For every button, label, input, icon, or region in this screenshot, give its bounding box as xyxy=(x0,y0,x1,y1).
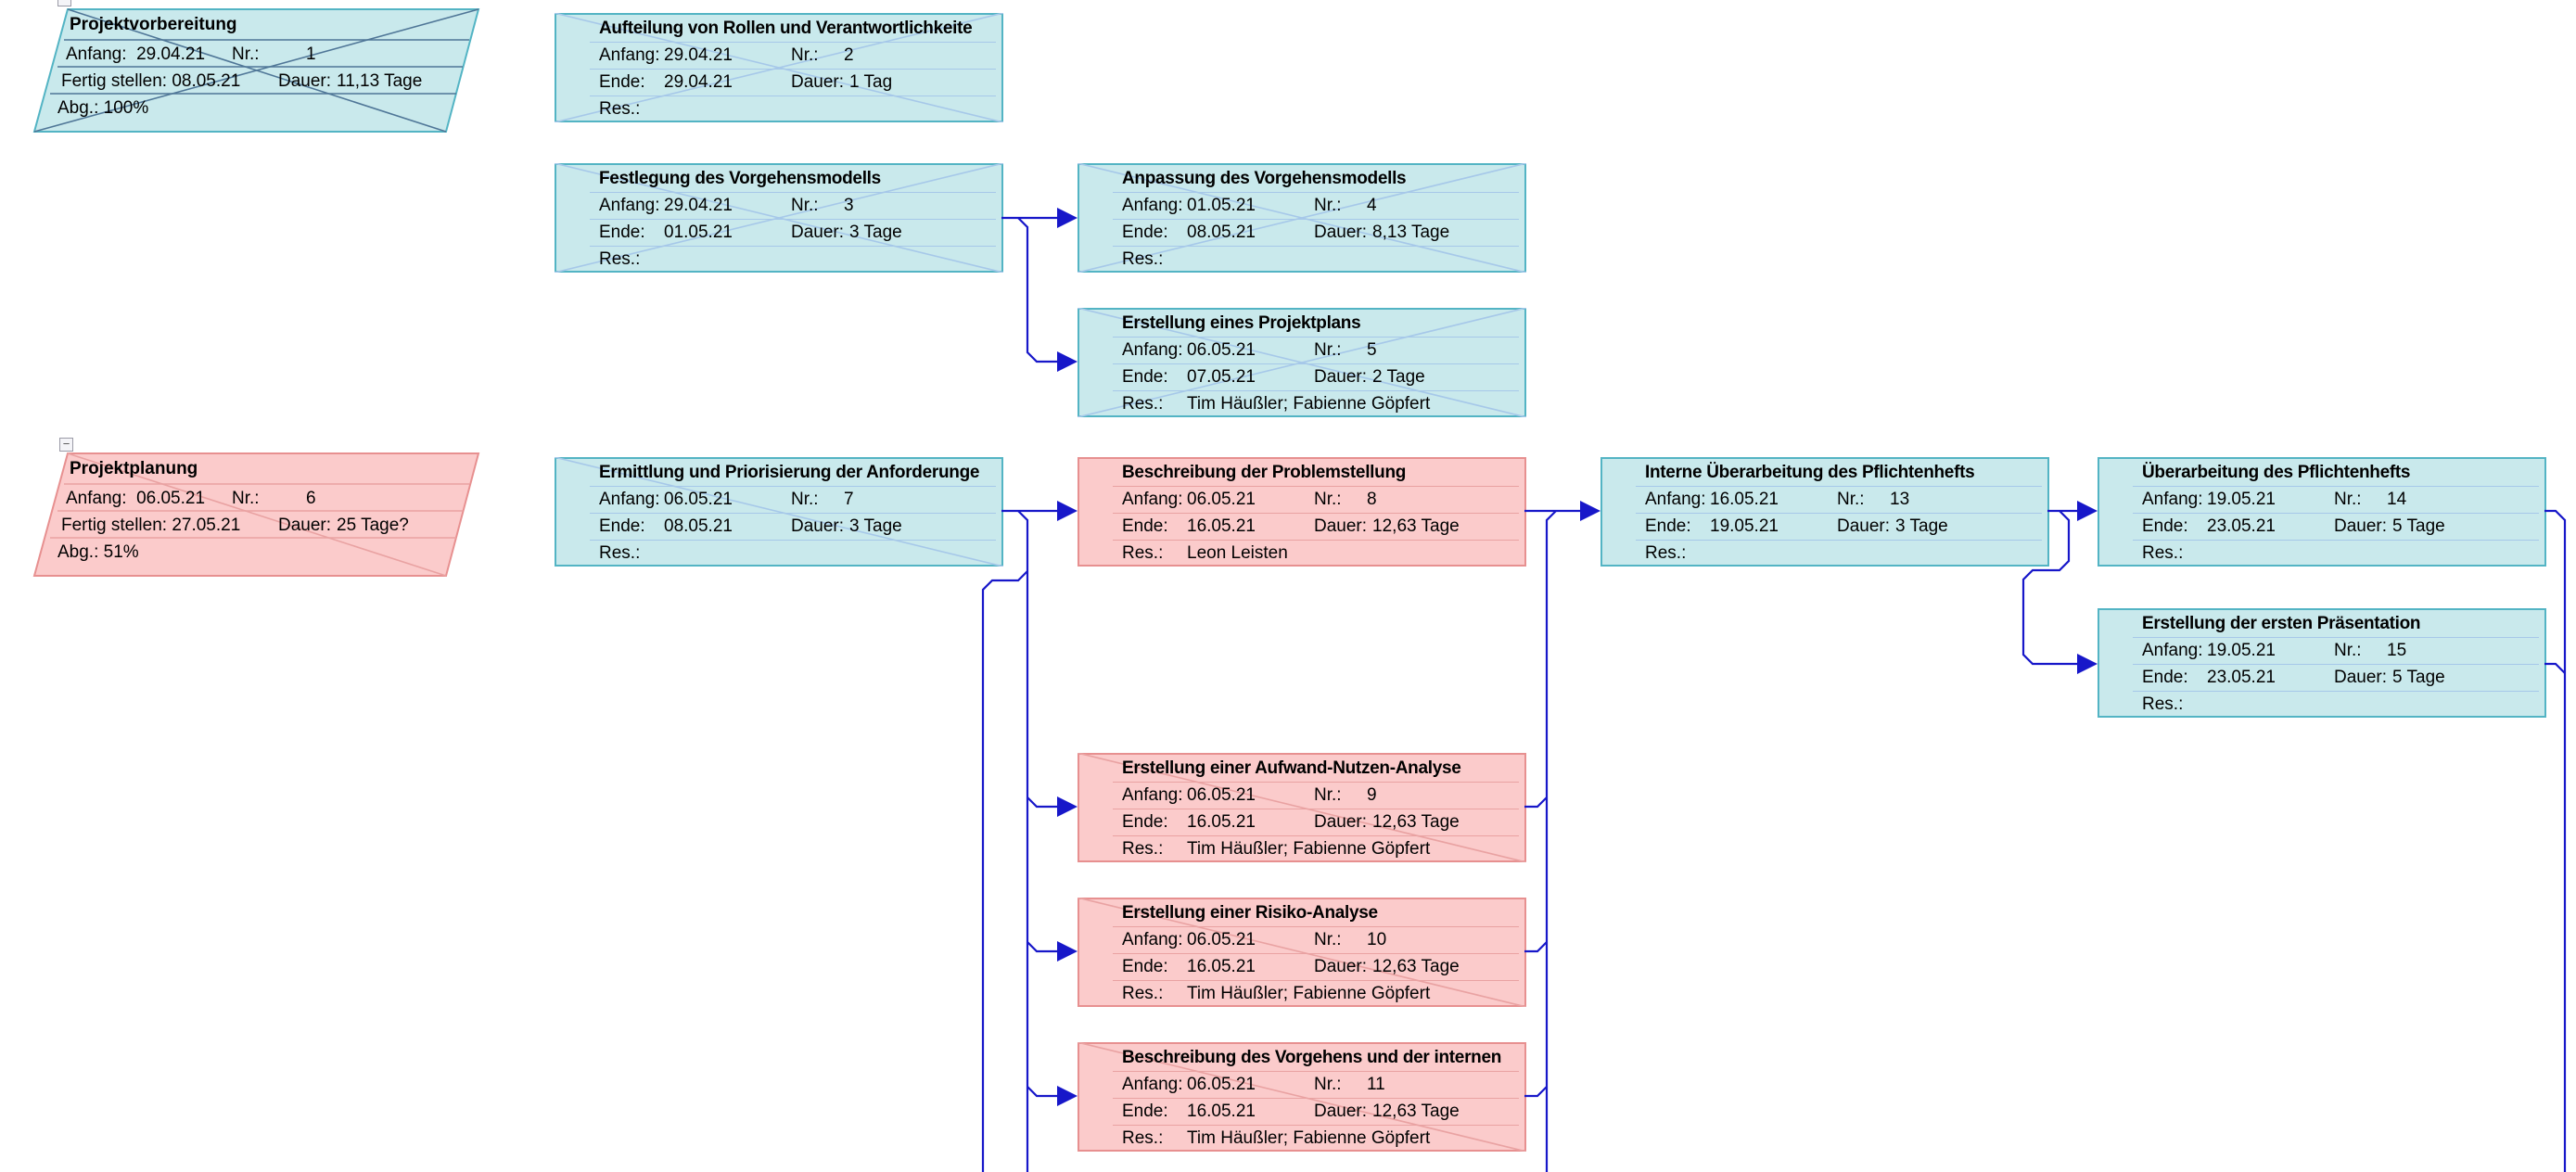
task-title: Erstellung eines Projektplans xyxy=(1113,310,1519,338)
res-row: Res.:Tim Häußler; Fabienne Göpfert xyxy=(1122,839,1431,859)
collapse-button-projektplanung[interactable]: − xyxy=(59,438,73,452)
task-title: Projektvorbereitung xyxy=(70,15,237,34)
res-row: Res.: xyxy=(599,543,641,563)
res-row: Res.: xyxy=(2142,543,2184,563)
task-title: Projektplanung xyxy=(70,459,198,478)
task-node-2[interactable]: Aufteilung von Rollen und Verantwortlich… xyxy=(555,13,1003,122)
res-row: Res.: xyxy=(599,249,641,269)
task-title: Erstellung der ersten Präsentation xyxy=(2133,610,2539,638)
task-title: Anpassung des Vorgehensmodells xyxy=(1113,165,1519,193)
finish-row: Fertig stellen: 27.05.21 Dauer:25 Tage? xyxy=(61,516,409,535)
res-row: Res.: xyxy=(599,99,641,119)
abg-row: Abg.: 51% xyxy=(57,542,139,562)
task-node-4[interactable]: Anpassung des Vorgehensmodells Anfang:01… xyxy=(1078,163,1526,273)
res-row: Res.: xyxy=(1645,543,1687,563)
task-node-1-projektvorbereitung[interactable]: Projektvorbereitung Anfang: 29.04.21 Nr.… xyxy=(13,8,481,134)
task-title: Überarbeitung des Pflichtenhefts xyxy=(2133,459,2539,487)
task-node-13[interactable]: Interne Überarbeitung des Pflichtenhefts… xyxy=(1600,457,2049,567)
task-node-9[interactable]: Erstellung einer Aufwand-Nutzen-Analyse … xyxy=(1078,753,1526,862)
task-title: Beschreibung des Vorgehens und der inter… xyxy=(1113,1044,1519,1072)
start-row: Anfang: 06.05.21 Nr.:6 xyxy=(66,489,316,508)
task-title: Erstellung einer Aufwand-Nutzen-Analyse xyxy=(1113,755,1519,783)
task-node-14[interactable]: Überarbeitung des Pflichtenhefts Anfang:… xyxy=(2098,457,2546,567)
start-row: Anfang: 29.04.21 Nr.:1 xyxy=(66,45,316,64)
collapse-button-projektvorbereitung[interactable] xyxy=(57,0,71,6)
node-fields: Projektplanung Anfang: 06.05.21 Nr.:6 Fe… xyxy=(13,452,481,578)
task-node-5[interactable]: Erstellung eines Projektplans Anfang:06.… xyxy=(1078,308,1526,417)
task-title: Beschreibung der Problemstellung xyxy=(1113,459,1519,487)
res-row: Res.:Tim Häußler; Fabienne Göpfert xyxy=(1122,1128,1431,1148)
node-fields: Projektvorbereitung Anfang: 29.04.21 Nr.… xyxy=(13,8,481,134)
abg-row: Abg.: 100% xyxy=(57,98,149,118)
task-node-7[interactable]: Ermittlung und Priorisierung der Anforde… xyxy=(555,457,1003,567)
task-title: Ermittlung und Priorisierung der Anforde… xyxy=(590,459,996,487)
task-title: Aufteilung von Rollen und Verantwortlich… xyxy=(590,15,996,43)
task-title: Erstellung einer Risiko-Analyse xyxy=(1113,899,1519,927)
finish-row: Fertig stellen: 08.05.21 Dauer:11,13 Tag… xyxy=(61,71,423,91)
res-row: Res.: xyxy=(1122,249,1164,269)
task-node-15[interactable]: Erstellung der ersten Präsentation Anfan… xyxy=(2098,608,2546,718)
res-row: Res.: xyxy=(2142,694,2184,714)
res-row: Res.:Tim Häußler; Fabienne Göpfert xyxy=(1122,984,1431,1003)
task-node-8[interactable]: Beschreibung der Problemstellung Anfang:… xyxy=(1078,457,1526,567)
task-node-11[interactable]: Beschreibung des Vorgehens und der inter… xyxy=(1078,1042,1526,1152)
summary-shape xyxy=(32,452,480,577)
task-title: Festlegung des Vorgehensmodells xyxy=(590,165,996,193)
res-row: Res.:Tim Häußler; Fabienne Göpfert xyxy=(1122,394,1431,414)
task-node-3[interactable]: Festlegung des Vorgehensmodells Anfang:2… xyxy=(555,163,1003,273)
task-node-10[interactable]: Erstellung einer Risiko-Analyse Anfang:0… xyxy=(1078,898,1526,1007)
res-row: Res.:Leon Leisten xyxy=(1122,543,1288,563)
task-node-6-projektplanung[interactable]: Projektplanung Anfang: 06.05.21 Nr.:6 Fe… xyxy=(13,452,481,578)
task-title: Interne Überarbeitung des Pflichtenhefts xyxy=(1636,459,2042,487)
summary-shape xyxy=(32,8,480,133)
